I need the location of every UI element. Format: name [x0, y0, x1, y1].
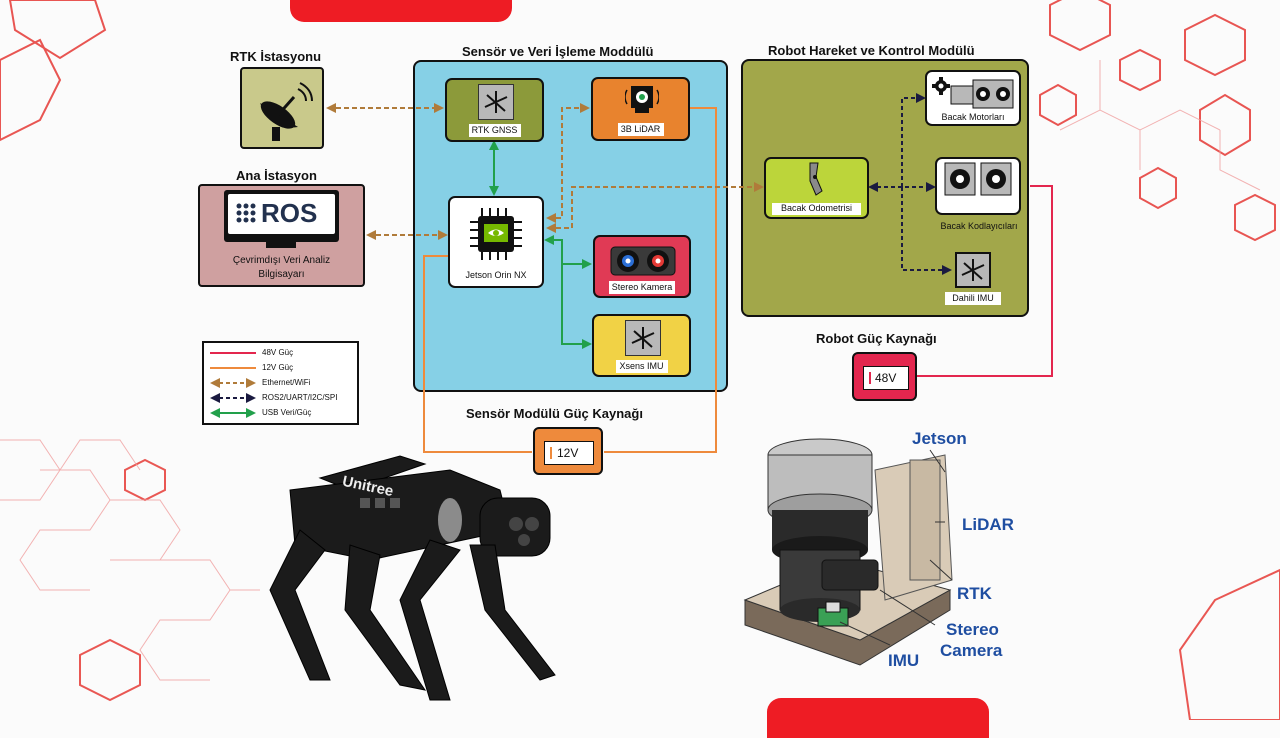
jetson-block: Jetson Orin NX — [448, 196, 544, 288]
sensor-power-title: Sensör Modülü Güç Kaynağı — [466, 406, 643, 421]
rtk-station-title: RTK İstasyonu — [230, 49, 322, 64]
offline-pc-label-line1: Çevrimdışı Veri Analiz — [232, 255, 331, 266]
ros-logo-text: ROS — [261, 198, 318, 228]
line-usb-stereo — [544, 235, 592, 269]
rtk-station-box — [240, 67, 324, 149]
monitor-stand — [266, 242, 296, 248]
line-ros2-motors — [901, 93, 926, 187]
imu-axes-icon — [961, 259, 985, 281]
chip-icon — [468, 206, 524, 262]
leg-encoders-label: Bacak Kodlayıcıları — [940, 221, 1018, 231]
robot-power-title: Robot Güç Kaynağı — [816, 331, 937, 346]
callout-rtk: RTK — [957, 584, 992, 603]
robot-leg-icon — [804, 161, 828, 197]
sensor-module-title: Sensör ve Veri İşleme Moddülü — [462, 44, 654, 59]
legend-label-usb: USB Veri/Güç — [262, 408, 312, 417]
leg-odometry-label: Bacak Odometrisi — [780, 203, 853, 213]
encoder-icon — [943, 161, 1013, 197]
line-ethernet-lidar — [546, 103, 590, 223]
imu-axes-icon — [625, 320, 661, 356]
callout-stereo-line2: Camera — [940, 641, 1003, 660]
stereo-camera-icon — [609, 243, 677, 277]
robot-dog-illustration — [269, 455, 556, 701]
battery-12v-block: 12V — [533, 427, 603, 475]
top-red-tab — [290, 0, 512, 22]
main-station-box: ROS Çevrimdışı Veri Analiz Bilgisayarı — [198, 184, 365, 287]
internal-imu-label: Dahili IMU — [952, 293, 994, 303]
lidar-3d-block: 3B LiDAR — [591, 77, 690, 141]
leg-encoders-block: Bacak Kodlayıcıları — [935, 157, 1021, 231]
xsens-imu-block: Xsens IMU — [592, 314, 691, 377]
callout-lidar: LiDAR — [962, 515, 1014, 534]
legend-label-48v: 48V Güç — [262, 348, 294, 357]
legend-label-12v: 12V Güç — [262, 363, 294, 372]
leg-motors-label: Bacak Motorları — [941, 112, 1005, 122]
line-ros2-imu — [901, 187, 952, 275]
monitor-icon: ROS — [224, 190, 339, 242]
legend-label-ros2: ROS2/UART/I2C/SPI — [262, 393, 338, 402]
offline-pc-label-line2: Bilgisayarı — [258, 269, 305, 280]
line-48v-power — [914, 185, 1053, 377]
sensor-module-3d-drawing — [743, 438, 953, 666]
line-12v-power-right — [604, 107, 717, 453]
legend-line-swatches — [210, 352, 256, 418]
stereo-camera-block: Stereo Kamera — [593, 235, 691, 298]
imu-axes-icon — [478, 84, 514, 120]
line-usb-imu — [561, 264, 592, 349]
stereo-camera-label: Stereo Kamera — [611, 282, 673, 292]
lidar-3d-label: 3B LiDAR — [620, 124, 661, 134]
callout-imu: IMU — [888, 651, 920, 670]
leg-motors-block: Bacak Motorları — [925, 70, 1021, 126]
leg-odometry-block: Bacak Odometrisi — [764, 157, 869, 219]
jetson-label: Jetson Orin NX — [465, 270, 527, 280]
main-station-title: Ana İstasyon — [236, 168, 317, 183]
battery-48v-label: 48V — [875, 371, 897, 385]
rtk-gnss-block: RTK GNSS — [445, 78, 544, 142]
callout-stereo-line1: Stereo — [946, 620, 999, 639]
motor-gear-icon — [931, 76, 1017, 110]
rtk-gnss-label: RTK GNSS — [471, 125, 518, 135]
line-ethernet-odometry — [546, 182, 764, 233]
line-12v-power-left — [423, 255, 532, 453]
battery-48v-block: 48V — [852, 352, 917, 401]
lidar-sensor-icon — [624, 84, 660, 114]
battery-icon: 12V — [544, 441, 594, 465]
battery-12v-label: 12V — [557, 446, 579, 460]
robot-module-title: Robot Hareket ve Kontrol Modülü — [768, 43, 975, 58]
battery-icon: 48V — [863, 366, 909, 390]
connection-lines — [326, 93, 1053, 453]
xsens-imu-label: Xsens IMU — [619, 361, 664, 371]
hexagon-pattern-decoration — [0, 0, 1280, 720]
internal-imu-block — [955, 252, 991, 288]
ros-dots-icon — [236, 203, 256, 223]
satellite-dish-icon — [260, 82, 313, 141]
legend: 48V Güç 12V Güç Ethernet/WiFi ROS2/UART/… — [202, 341, 359, 425]
callout-jetson: Jetson — [912, 429, 967, 448]
legend-label-ethernet: Ethernet/WiFi — [262, 378, 311, 387]
